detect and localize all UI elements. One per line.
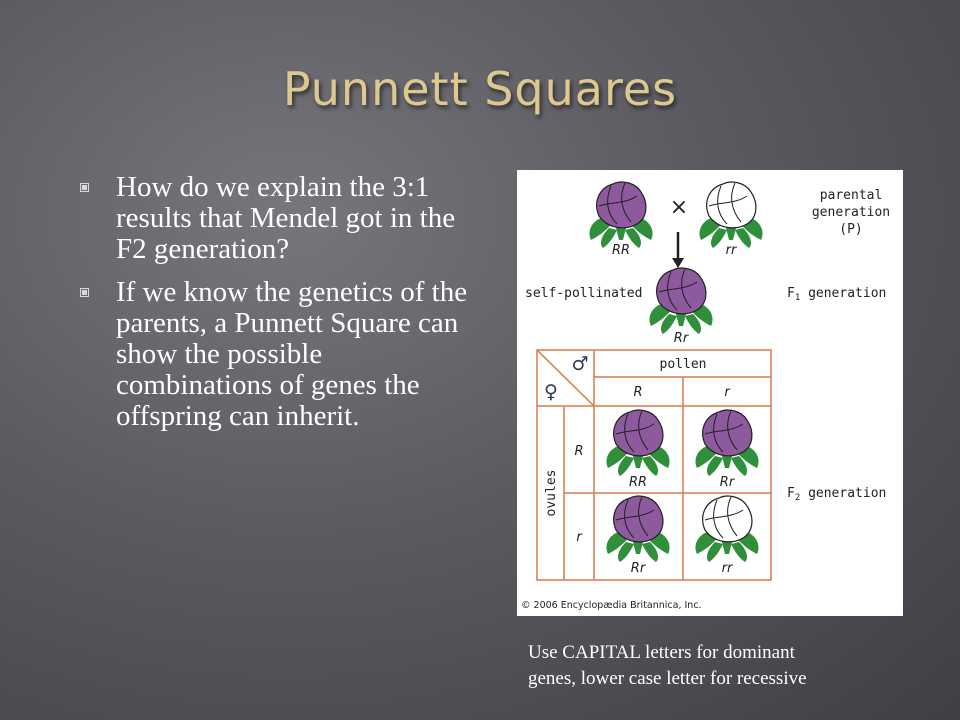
- bullet-text: If we know the genetics of the parents, …: [116, 276, 468, 432]
- f1-hybrid-flower: [649, 268, 712, 334]
- cross-symbol: ×: [670, 195, 688, 220]
- caption-line: genes, lower case letter for recessive: [528, 668, 807, 689]
- offspring-flower-rr-recessive: [695, 496, 758, 562]
- punnett-diagram: × RR rr parental generation (P) self-pol…: [521, 170, 890, 611]
- parental-label-line: generation: [812, 205, 890, 220]
- slide-title: Punnett Squares: [282, 62, 678, 116]
- pollen-label: pollen: [660, 357, 707, 372]
- f1-generation-label: F1 generation: [787, 286, 886, 303]
- bullet-text: How do we explain the 3:1 results that M…: [116, 171, 456, 265]
- f2-generation-label: F2 generation: [787, 486, 886, 503]
- caption: Use CAPITAL letters for dominant genes, …: [528, 640, 928, 692]
- f1-plant-label: Rr: [674, 331, 690, 346]
- punnett-figure: × RR rr parental generation (P) self-pol…: [517, 170, 903, 616]
- punnett-grid: [536, 349, 772, 581]
- offspring-flower-rr-dominant: [606, 410, 669, 476]
- pollen-allele-label: r: [724, 385, 731, 400]
- parent-right-label: rr: [726, 243, 738, 258]
- ovule-allele-label: R: [574, 444, 583, 459]
- offspring-genotype-label: rr: [722, 561, 734, 576]
- parent-rr-dominant-flower: [589, 182, 652, 248]
- copyright-text: © 2006 Encyclopædia Britannica, Inc.: [521, 600, 702, 611]
- down-arrow-icon: [672, 258, 684, 268]
- offspring-genotype-label: RR: [629, 475, 647, 490]
- offspring-genotype-label: Rr: [631, 561, 647, 576]
- offspring-flower-rr-hybrid: [606, 496, 669, 562]
- caption-line: Use CAPITAL letters for dominant: [528, 642, 795, 663]
- self-pollinated-label: self-pollinated: [525, 286, 642, 301]
- parent-left-label: RR: [612, 243, 630, 258]
- offspring-genotype-label: Rr: [720, 475, 736, 490]
- pollen-allele-label: R: [633, 385, 642, 400]
- ovule-allele-label: r: [576, 530, 583, 545]
- square-bullet-icon: [80, 288, 89, 297]
- ovules-label: ovules: [544, 470, 559, 517]
- offspring-flower-rr-hybrid: [695, 410, 758, 476]
- parental-label-line: parental: [820, 188, 883, 203]
- square-bullet-icon: [80, 183, 89, 192]
- bullet-item: If we know the genetics of the parents, …: [80, 277, 480, 432]
- male-symbol-icon: ♂: [571, 353, 588, 375]
- bullet-list: How do we explain the 3:1 results that M…: [80, 172, 480, 444]
- bullet-item: How do we explain the 3:1 results that M…: [80, 172, 480, 265]
- female-symbol-icon: ♀: [544, 381, 558, 403]
- parental-label-line: (P): [839, 222, 862, 237]
- parent-rr-recessive-flower: [699, 182, 762, 248]
